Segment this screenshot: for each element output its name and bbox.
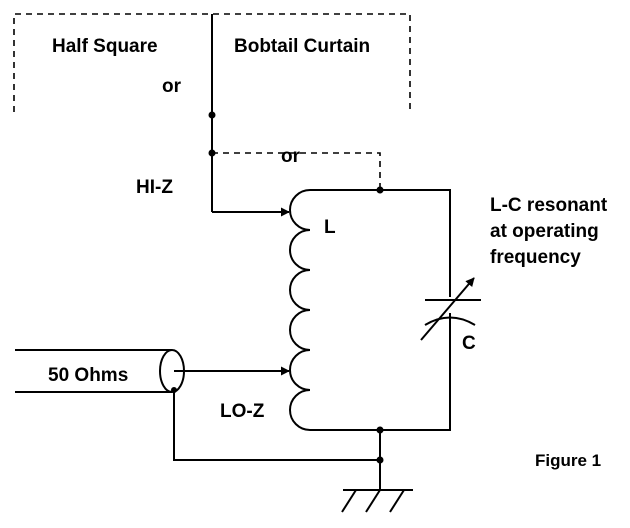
label-coax-50-ohms: 50 Ohms	[48, 365, 129, 386]
ground-hatch-1	[341, 489, 357, 513]
alternate-feed-dashed	[212, 152, 381, 190]
label-bobtail-curtain: Bobtail Curtain	[234, 36, 371, 57]
junction-dot	[376, 186, 384, 194]
junction-dot	[208, 149, 216, 157]
ground-icon	[341, 430, 413, 513]
capacitor-adjust-arrow	[420, 277, 475, 341]
variable-capacitor-icon	[420, 277, 481, 341]
junction-dot	[376, 426, 384, 434]
label-or-top: or	[162, 76, 181, 97]
label-inductor-l: L	[324, 217, 336, 238]
tank-circuit	[289, 189, 451, 431]
junction-dot	[208, 111, 216, 119]
coax-shield-return	[173, 390, 380, 461]
hi-z-feed	[211, 115, 381, 217]
ground-hatch-2	[365, 489, 381, 513]
antenna-outline	[13, 13, 411, 115]
label-or-mid: or	[281, 146, 300, 167]
antenna-dashed-box	[13, 13, 411, 112]
label-capacitor-c: C	[462, 333, 476, 354]
coil-icon	[289, 189, 311, 431]
coax-connector-icon	[15, 349, 380, 461]
junction-dot	[171, 387, 177, 393]
label-half-square: Half Square	[52, 36, 158, 57]
junction-dots	[171, 111, 384, 464]
ground-hatch-3	[389, 489, 405, 513]
label-hi-z: HI-Z	[136, 177, 173, 198]
junction-dot	[376, 456, 384, 464]
capacitor-plate-bottom	[424, 316, 476, 326]
label-lo-z: LO-Z	[220, 401, 265, 422]
figure-caption: Figure 1	[535, 451, 602, 470]
